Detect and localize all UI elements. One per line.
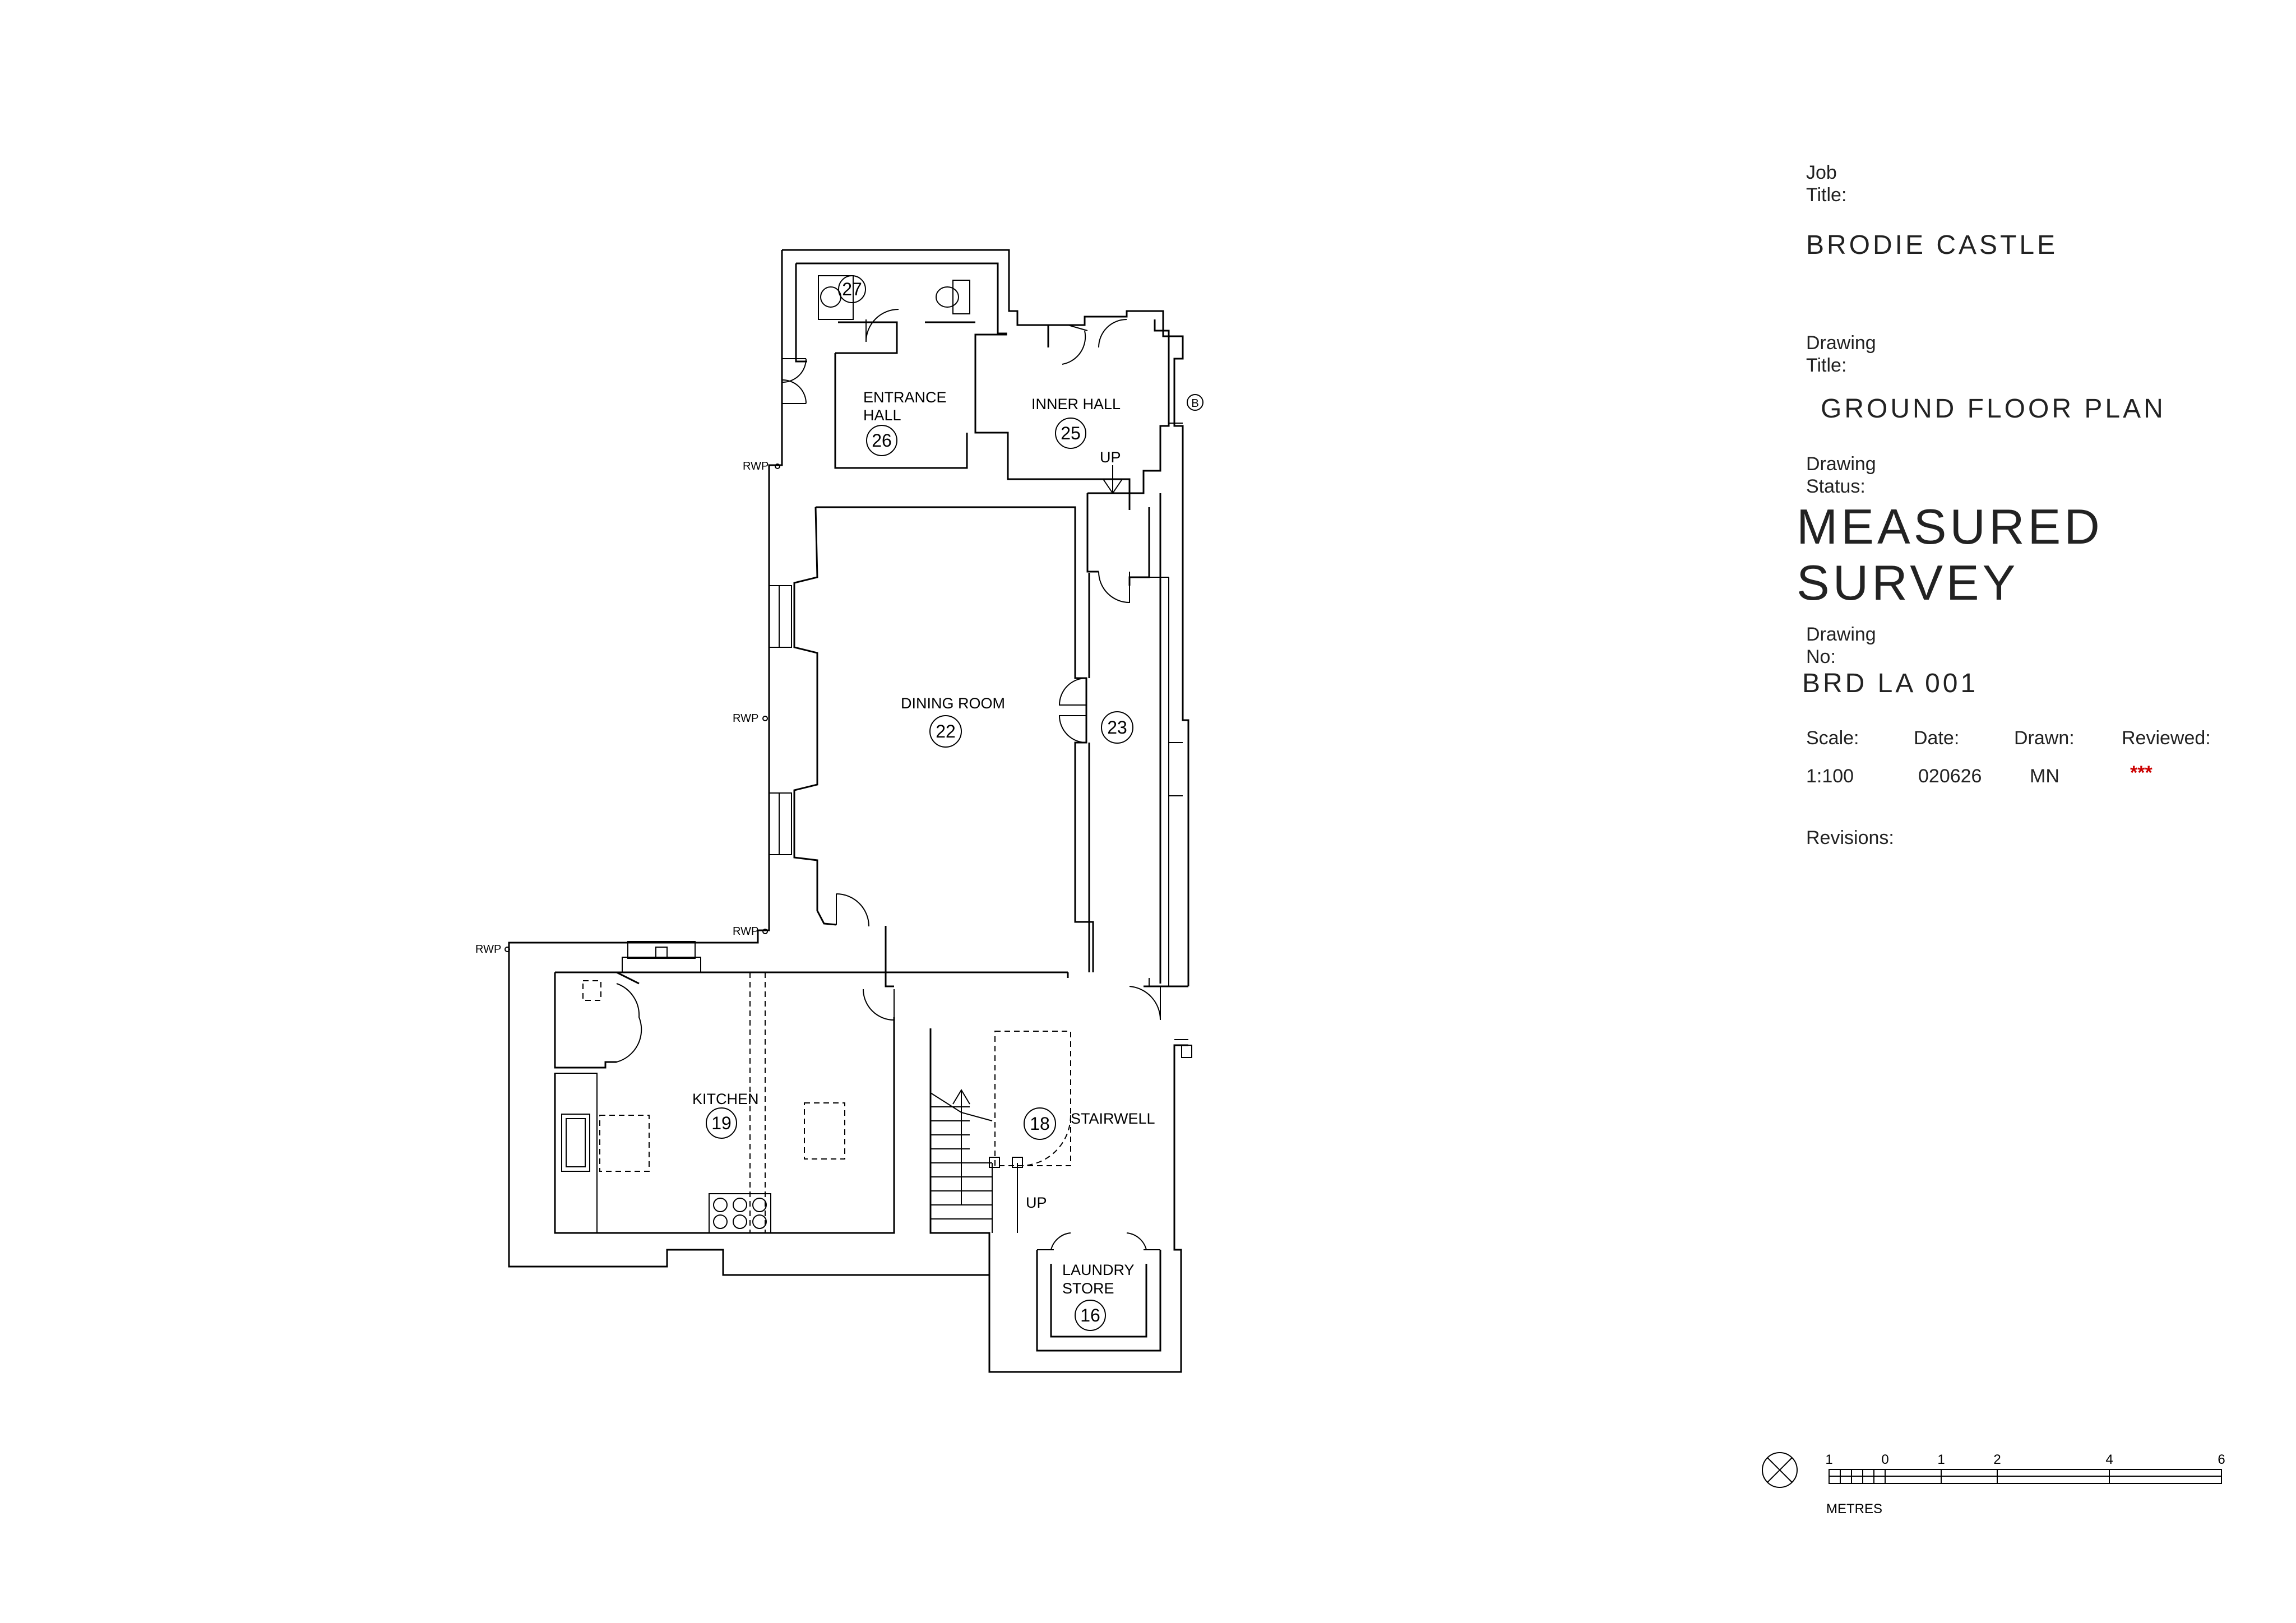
room-number-16: 16 (1080, 1305, 1100, 1325)
scale-tick-label: 4 (2105, 1452, 2113, 1467)
room-number-23: 23 (1107, 717, 1127, 738)
drawing-status-line-1: MEASURED (1797, 499, 2103, 554)
room-number-19: 19 (711, 1113, 732, 1133)
job-title-caption: Job Title: (1806, 162, 1847, 206)
scale-unit-label: METRES (1826, 1501, 1882, 1517)
scale-tick-label: 2 (1993, 1452, 2001, 1467)
room-number-18: 18 (1030, 1114, 1050, 1134)
corridor-walls (1086, 423, 1188, 987)
entrance-hall-label: ENTRANCE (863, 389, 947, 406)
rwp-label: RWP (743, 460, 769, 472)
room-labels: 27 ENTRANCE HALL 26 INNER HALL 25 UP DIN… (692, 275, 1155, 1331)
scale-tick-label: 1 (1825, 1452, 1832, 1467)
drawn-value: MN (2030, 766, 2059, 787)
stairwell-label: STAIRWELL (1071, 1110, 1155, 1127)
stairwell (929, 972, 1192, 1275)
drawing-status-caption: Drawing Status: (1806, 453, 1876, 497)
reviewed-caption: Reviewed: (2122, 727, 2211, 749)
up-label-stair: UP (1026, 1194, 1047, 1211)
section-marker-b: B (1187, 394, 1203, 411)
dining-room-label: DINING ROOM (901, 695, 1005, 712)
laundry-store-label-2: STORE (1062, 1280, 1114, 1297)
room-number-25: 25 (1061, 423, 1081, 443)
section-marker-b-label: B (1191, 397, 1198, 410)
drawing-status-line-2: SURVEY (1797, 555, 2019, 610)
laundry-store-label: LAUNDRY (1062, 1262, 1135, 1278)
entrance-hall-label-2: HALL (863, 407, 901, 424)
drawing-title-caption: Drawing Title: (1806, 332, 1876, 376)
inner-hall-label: INNER HALL (1031, 396, 1121, 412)
laundry-store (1036, 1232, 1161, 1352)
wc-room (818, 275, 975, 354)
room-number-27: 27 (842, 279, 862, 299)
entrance-doors (782, 358, 807, 404)
up-label-top: UP (1100, 449, 1121, 466)
date-caption: Date: (1914, 727, 1960, 749)
rwp-label: RWP (733, 925, 758, 938)
room-number-26: 26 (872, 430, 892, 451)
scale-value: 1:100 (1806, 766, 1854, 787)
drawing-title: GROUND FLOOR PLAN (1821, 394, 2166, 424)
entrance-inner-halls (834, 319, 1127, 469)
date-value: 020626 (1918, 766, 1982, 787)
rwp-label: RWP (733, 712, 758, 725)
kitchen (554, 941, 895, 1234)
drawing-no-caption: Drawing No: (1806, 624, 1876, 667)
drawing-number: BRD LA 001 (1802, 669, 1979, 698)
drawn-caption: Drawn: (2014, 727, 2075, 749)
revisions-caption: Revisions: (1806, 827, 1894, 848)
scale-tick-label: 1 (1937, 1452, 1945, 1467)
rwp-markers: RWP RWP RWP RWP (475, 460, 780, 956)
job-title: BRODIE CASTLE (1806, 230, 2058, 260)
outer-walls (508, 249, 1189, 1373)
scale-bar: 1 0 1 2 4 6 METRES (1825, 1452, 2225, 1517)
room-number-22: 22 (936, 721, 956, 741)
dining-room (769, 506, 1094, 973)
scale-tick-label: 0 (1881, 1452, 1888, 1467)
rwp-label: RWP (475, 943, 501, 956)
reviewed-value: *** (2130, 762, 2152, 783)
kitchen-label: KITCHEN (692, 1091, 759, 1107)
scale-tick-label: 6 (2218, 1452, 2225, 1467)
north-arrow (1762, 1452, 1798, 1488)
scale-caption: Scale: (1806, 727, 1859, 749)
